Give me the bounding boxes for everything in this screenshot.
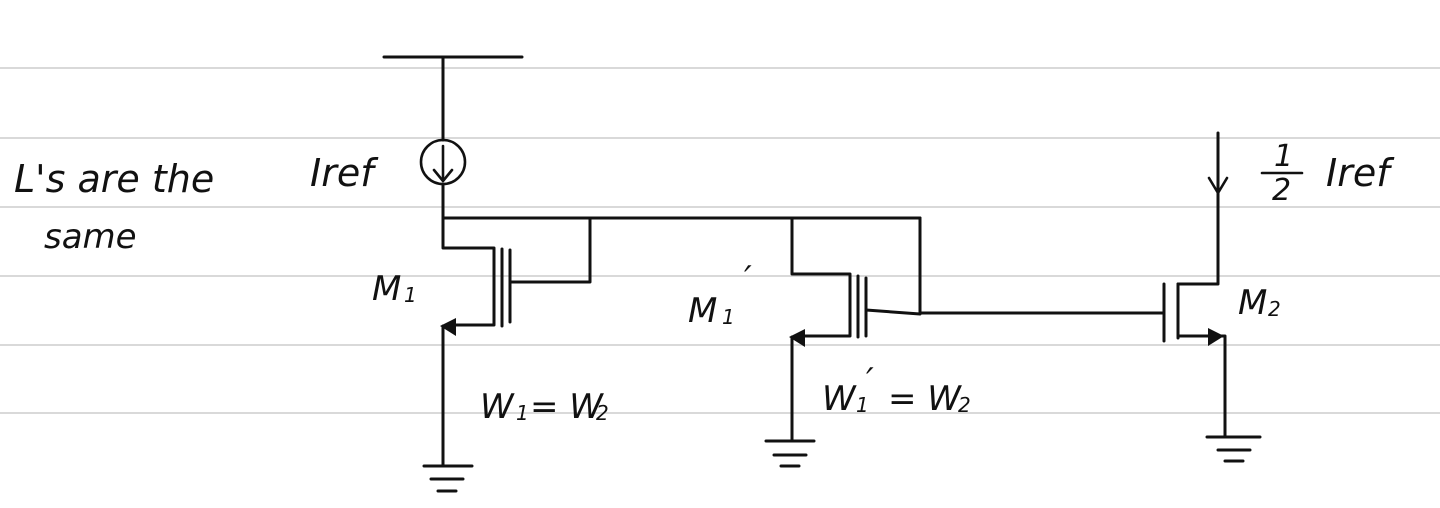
label-w-eq-2-sub: 1	[856, 393, 869, 417]
ground-m2	[1205, 435, 1262, 463]
label-w-eq-2-rhs: = W	[888, 379, 962, 419]
label-m2: M	[1238, 283, 1267, 323]
label-m1-prime-mark: ′	[744, 259, 752, 299]
label-w-eq-1: W	[480, 387, 515, 427]
fraction-numerator: 1	[1274, 139, 1293, 174]
transistor-m1	[440, 216, 592, 468]
label-w-eq-1-rhs-sub: 2	[596, 401, 609, 425]
ground-m1-prime	[764, 439, 816, 468]
label-iref-left: Iref	[310, 151, 379, 195]
label-m1-prime-sub: 1	[722, 305, 735, 329]
label-w-eq-2-rhs-sub: 2	[958, 393, 971, 417]
drain-current-arrow	[1207, 176, 1229, 195]
note-line-1: L's are the	[14, 157, 214, 201]
label-w-eq-2-mark: ′	[866, 361, 874, 401]
label-w-eq-1-sub: 1	[516, 401, 529, 425]
label-w-eq-1-rhs: = W	[530, 387, 604, 427]
transistor-m2	[1162, 131, 1227, 438]
label-m1: M	[372, 269, 401, 309]
transistor-m1-prime	[789, 216, 922, 442]
current-source-iref	[419, 55, 467, 220]
label-w-eq-2: W	[822, 379, 857, 419]
label-m1-sub: 1	[404, 283, 417, 307]
ruled-lines	[0, 67, 1440, 414]
label-m1-prime: M	[688, 291, 717, 331]
label-iref-right: Iref	[1326, 151, 1395, 195]
note-line-2: same	[44, 217, 137, 257]
fraction-denominator: 2	[1272, 173, 1291, 208]
label-m2-sub: 2	[1268, 297, 1281, 321]
ground-m1	[422, 464, 474, 493]
